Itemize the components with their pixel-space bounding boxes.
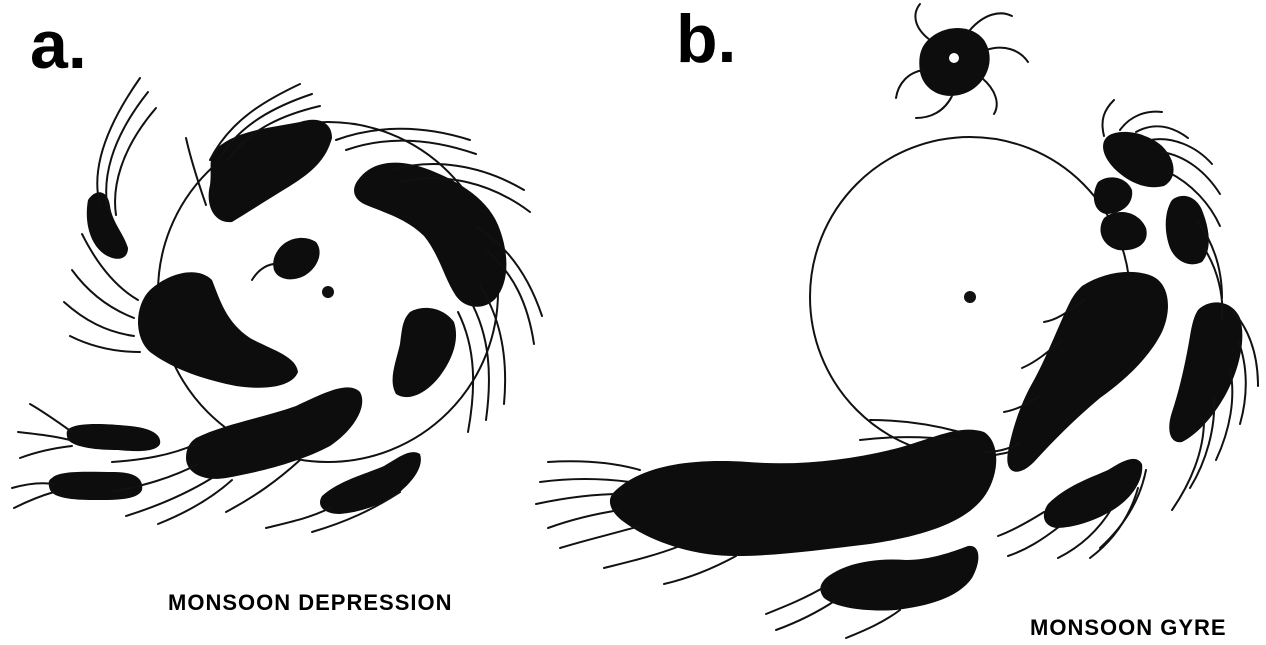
panel-a-caption: MONSOON DEPRESSION	[168, 590, 452, 615]
panel-b-cloud-upper-right-2	[1094, 177, 1132, 214]
panel-b-letter: b.	[676, 1, 736, 77]
panel-a-cloud-band-bottom	[186, 387, 362, 478]
panel-b-cloud-bottom-right	[1044, 459, 1142, 528]
panel-a-cloud-cluster-small-right	[393, 308, 456, 397]
panel-b-cloud-band-bottom	[610, 430, 996, 556]
panel-b-cloud-bottom	[820, 546, 978, 611]
panel-b-tropical-cyclone	[896, 4, 1028, 118]
panel-a-letter: a.	[30, 7, 87, 83]
panel-b-center-dot	[964, 291, 976, 303]
panel-b-cloud-upper-right-3	[1100, 212, 1146, 250]
panel-b: b.	[536, 1, 1258, 640]
panel-a-center-dot	[322, 286, 334, 298]
panel-b-caption: MONSOON GYRE	[1030, 615, 1227, 640]
panel-a-cloud-outer-bottom-left-1	[67, 424, 161, 451]
panel-a-cloud-outer-bottom-left-2	[49, 472, 143, 500]
panel-a: a.	[12, 7, 542, 615]
panel-b-cloud-band-right	[1007, 272, 1168, 472]
panel-a-cloud-cluster-inner	[273, 238, 319, 280]
panel-a-cloud-cluster-left	[138, 272, 298, 388]
panel-a-cloud-cluster-right	[354, 163, 506, 307]
